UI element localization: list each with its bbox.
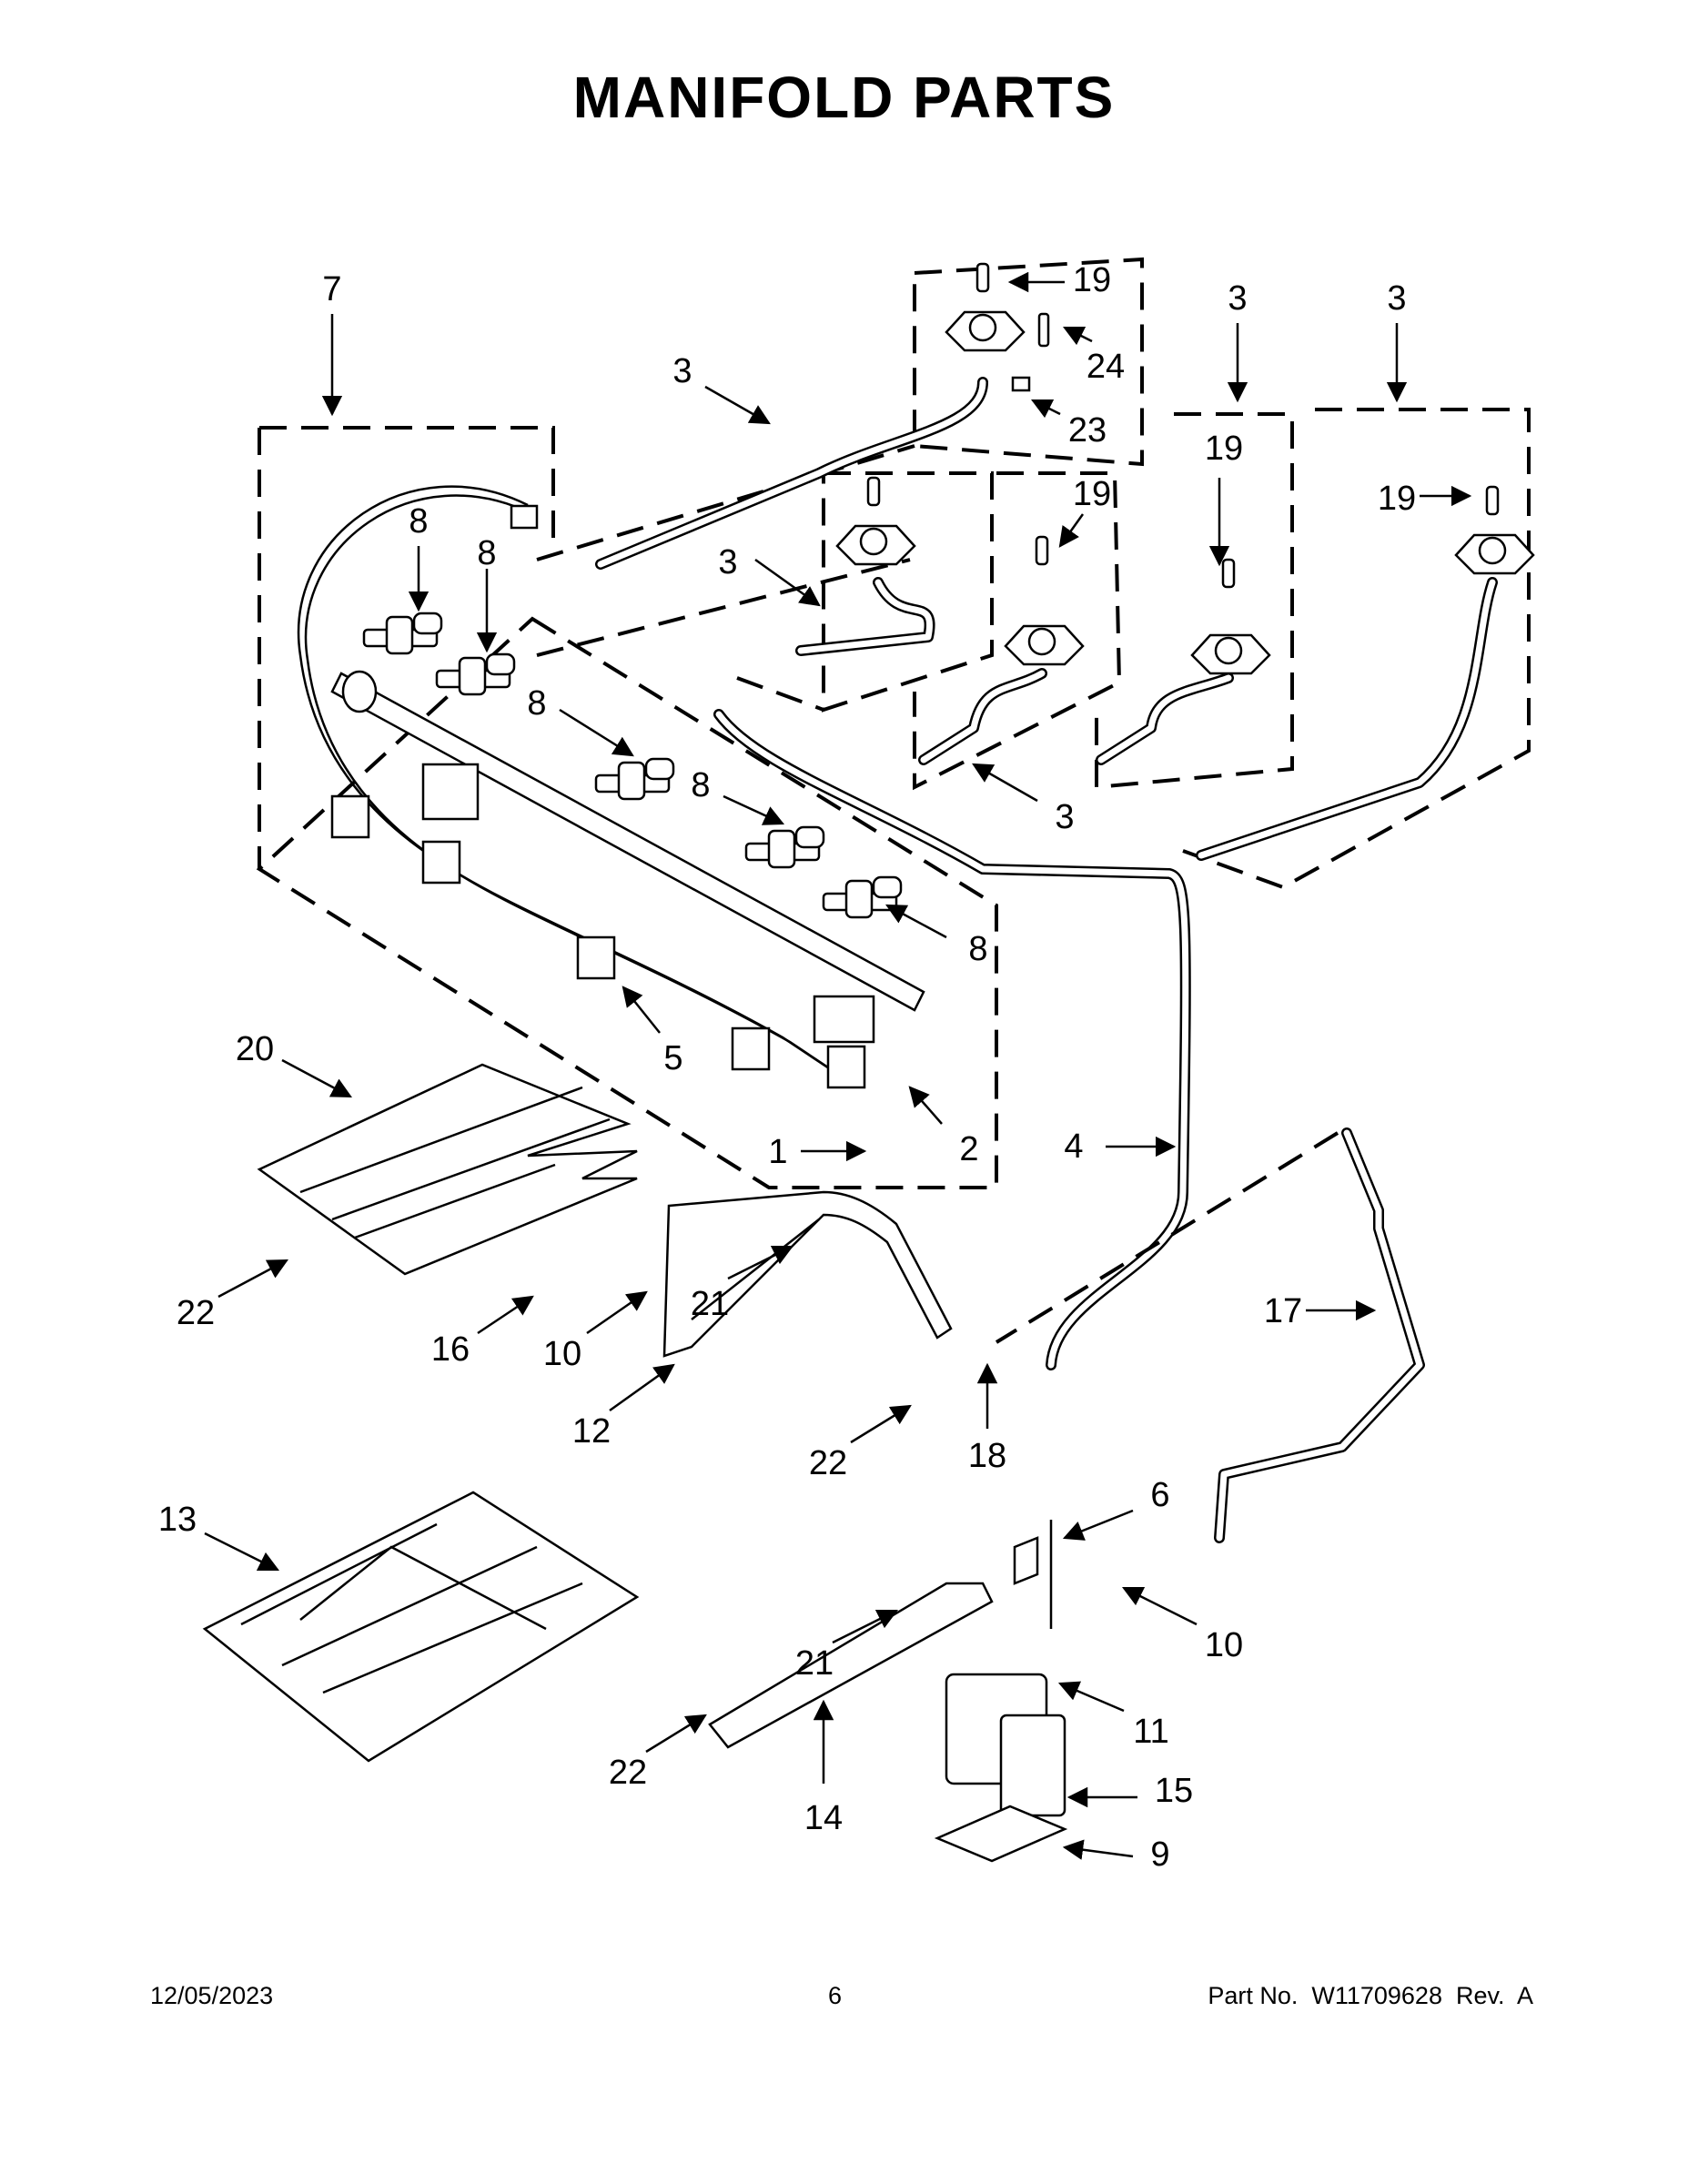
callout: 8 (691, 766, 710, 804)
igniter-harness (297, 485, 866, 1089)
electrode-block (330, 794, 370, 839)
callout: 10 (1205, 1626, 1243, 1664)
callout: 2 (959, 1130, 978, 1168)
footer-date: 12/05/2023 (150, 1982, 274, 2009)
callout: 10 (543, 1335, 581, 1373)
callout: 3 (718, 543, 737, 581)
oven-bottom-panel (202, 1491, 640, 1763)
callout: 3 (1228, 279, 1247, 318)
callout: 24 (1087, 348, 1125, 386)
callout: 3 (672, 352, 692, 390)
callout: 21 (691, 1285, 729, 1323)
page-title: MANIFOLD PARTS (572, 65, 1116, 130)
group-outlines (256, 257, 1531, 1189)
heat-shield (257, 1063, 638, 1276)
callout: 8 (968, 930, 987, 968)
callout: 9 (1150, 1835, 1169, 1874)
footer-page-number: 6 (828, 1982, 843, 2009)
callout: 12 (572, 1412, 611, 1451)
callout: 23 (1068, 411, 1107, 450)
broil-burner (708, 1582, 994, 1749)
callout: 7 (322, 270, 341, 308)
callout: 3 (1387, 279, 1406, 318)
callout: 1 (768, 1133, 787, 1171)
callout: 6 (1150, 1476, 1169, 1514)
callout: 14 (804, 1799, 843, 1837)
main-supply-tube (713, 709, 1191, 1370)
burner-bases (835, 262, 1535, 675)
callout: 3 (1055, 798, 1074, 836)
burner-valves (362, 612, 903, 919)
callout: 19 (1205, 430, 1243, 468)
callout: 11 (1133, 1713, 1168, 1751)
connection-line (995, 1131, 1339, 1344)
flex-connector (1214, 1127, 1425, 1543)
igniter-electrode (1037, 312, 1050, 348)
callout: 22 (177, 1294, 215, 1332)
leaders (204, 271, 1472, 1860)
callout: 21 (795, 1644, 834, 1683)
callout: 8 (409, 502, 428, 541)
clip (1011, 376, 1031, 392)
footer-part-number: Part No. W11709628 Rev. A (1208, 1982, 1533, 2009)
bake-burner (662, 1190, 953, 1358)
manifold-pipe (330, 670, 925, 1044)
callout: 20 (236, 1030, 274, 1068)
callout: 19 (1073, 261, 1111, 299)
burner-supply-tubes (595, 377, 1498, 861)
callout: 19 (1378, 480, 1416, 518)
callout: 5 (663, 1039, 682, 1077)
gas-regulator (934, 1520, 1068, 1863)
callout: 4 (1064, 1127, 1083, 1166)
callout: 19 (1073, 475, 1111, 513)
callout: 8 (527, 684, 546, 723)
callout: 18 (968, 1437, 1006, 1475)
callout: 16 (431, 1330, 470, 1369)
callout: 15 (1155, 1772, 1193, 1810)
callout: 22 (609, 1754, 647, 1792)
callout-labels: 7 3 19 24 23 3 3 19 8 8 19 19 3 8 8 3 8 … (158, 261, 1416, 1874)
callout: 17 (1264, 1292, 1302, 1330)
callout: 13 (158, 1501, 197, 1539)
callout: 8 (477, 534, 496, 572)
callout: 22 (809, 1444, 847, 1482)
